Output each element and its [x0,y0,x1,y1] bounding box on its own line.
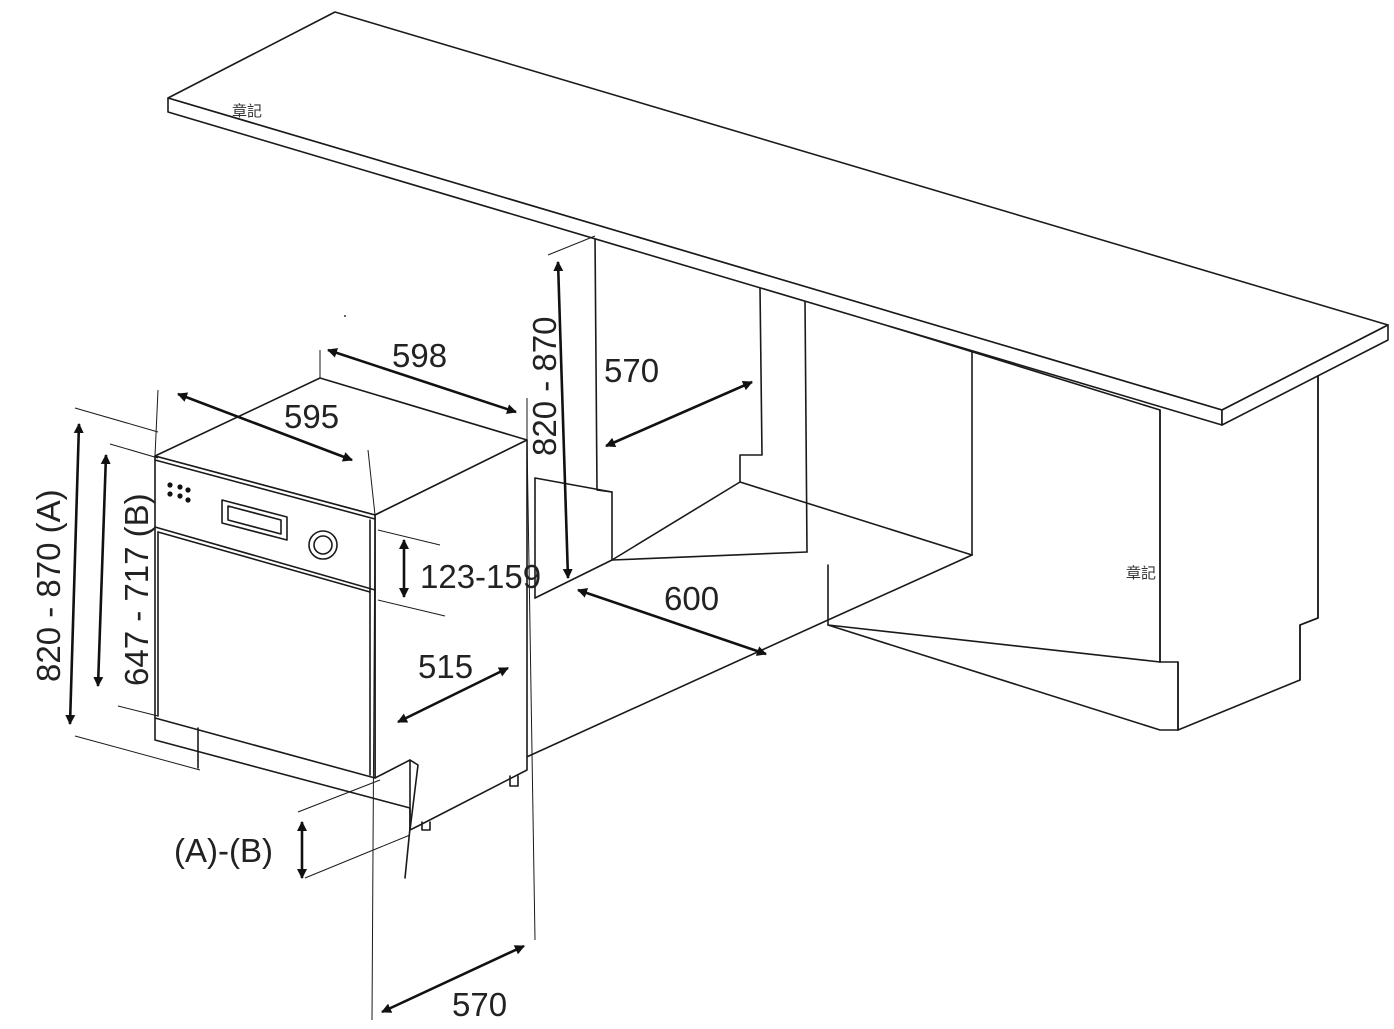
dim-arrow-595 [177,392,353,462]
label-570-bottom: 570 [452,986,507,1023]
label-515: 515 [418,648,473,685]
countertop [167,11,1389,426]
dim-arrow-niche-depth-570 [605,380,753,448]
dim-arrow-647-717-b [93,454,111,687]
dim-arrow-598 [327,348,517,414]
label-598: 598 [392,337,447,374]
dimension-arrows [65,261,767,1014]
label-niche-height: 820 - 870 [526,317,563,456]
label-niche-width-600: 600 [664,580,719,617]
watermark-2: 章記 [1126,564,1156,582]
dim-arrow-niche-height [553,261,573,579]
label-niche-depth-570: 570 [604,352,659,389]
dim-arrow-820-870-a [65,423,84,725]
label-820-870-a: 820 - 870 (A) [30,489,67,682]
dimension-labels: 598 595 820 - 870 (A) 647 - 717 (B) 123-… [30,317,719,1023]
watermark-1: 章記 [232,102,262,120]
dim-arrow-570-bottom [381,944,525,1014]
label-595: 595 [284,398,339,435]
label-123-159: 123-159 [420,558,541,595]
control-buttons [167,482,191,503]
program-knob [308,530,338,560]
label-647-717-b: 647 - 717 (B) [118,493,155,686]
dim-arrow-515 [397,666,509,724]
dim-arrow-niche-width-600 [577,588,767,656]
dishwasher [154,377,528,879]
display-window [221,499,288,541]
watermarks: 章記 章記 [232,102,1156,582]
extension-lines [74,235,613,1021]
label-a-b: (A)-(B) [174,832,273,869]
